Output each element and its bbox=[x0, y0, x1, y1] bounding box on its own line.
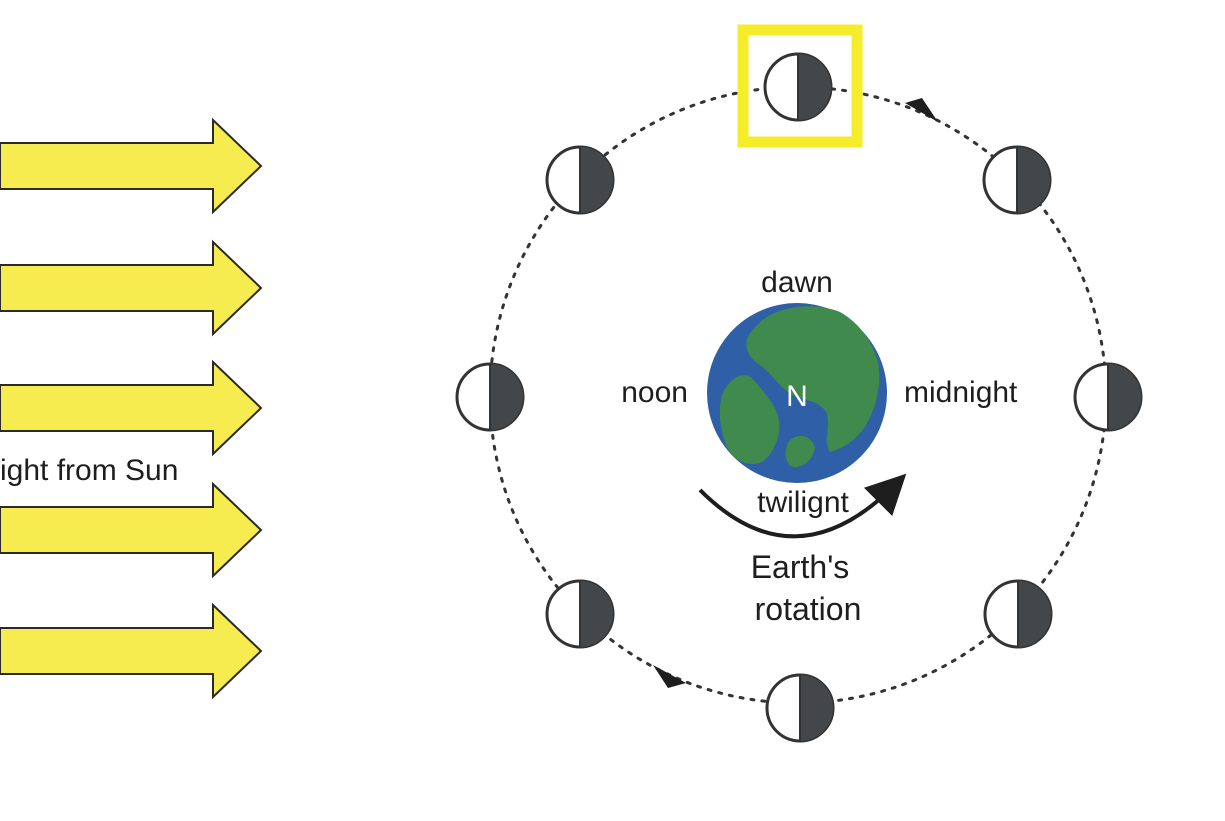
sunlight-arrow bbox=[0, 359, 263, 457]
moon-lower-right[interactable] bbox=[983, 579, 1053, 649]
earth-landmass bbox=[785, 435, 815, 468]
sunlight-arrow bbox=[0, 481, 263, 579]
sunlight-arrow bbox=[0, 117, 263, 215]
sunlight-arrow bbox=[0, 602, 263, 700]
sunlight-arrows: ight from Sun bbox=[0, 117, 263, 700]
label-twilight: twilignt bbox=[757, 486, 849, 519]
sunlight-arrow bbox=[0, 239, 263, 337]
earth-north-label: N bbox=[786, 380, 808, 413]
label-noon: noon bbox=[621, 376, 688, 409]
moon-highlight-box[interactable] bbox=[737, 24, 863, 148]
earth-globe: N bbox=[707, 303, 887, 483]
earth-rotation-arrow bbox=[698, 473, 907, 539]
moon-upper-right[interactable] bbox=[982, 145, 1052, 215]
rotation-label-line1: Earth's bbox=[751, 549, 850, 585]
moon-upper-left[interactable] bbox=[545, 145, 615, 215]
moon-bottom[interactable] bbox=[765, 673, 835, 743]
label-midnight: midnight bbox=[904, 376, 1018, 409]
orbit-arrow-top bbox=[905, 98, 938, 122]
sunlight-label: ight from Sun bbox=[0, 454, 178, 487]
orbit-arrow-bottom bbox=[653, 665, 686, 688]
moon-right[interactable] bbox=[1073, 362, 1143, 432]
moon-lower-left[interactable] bbox=[545, 579, 615, 649]
moon-top[interactable] bbox=[763, 52, 833, 122]
rotation-label-line2: rotation bbox=[755, 591, 862, 627]
sunlight-label-bg bbox=[0, 454, 212, 486]
earth-landmass bbox=[719, 375, 780, 465]
moon-left[interactable] bbox=[455, 362, 525, 432]
label-dawn: dawn bbox=[761, 266, 833, 299]
earth-landmass bbox=[746, 306, 880, 452]
